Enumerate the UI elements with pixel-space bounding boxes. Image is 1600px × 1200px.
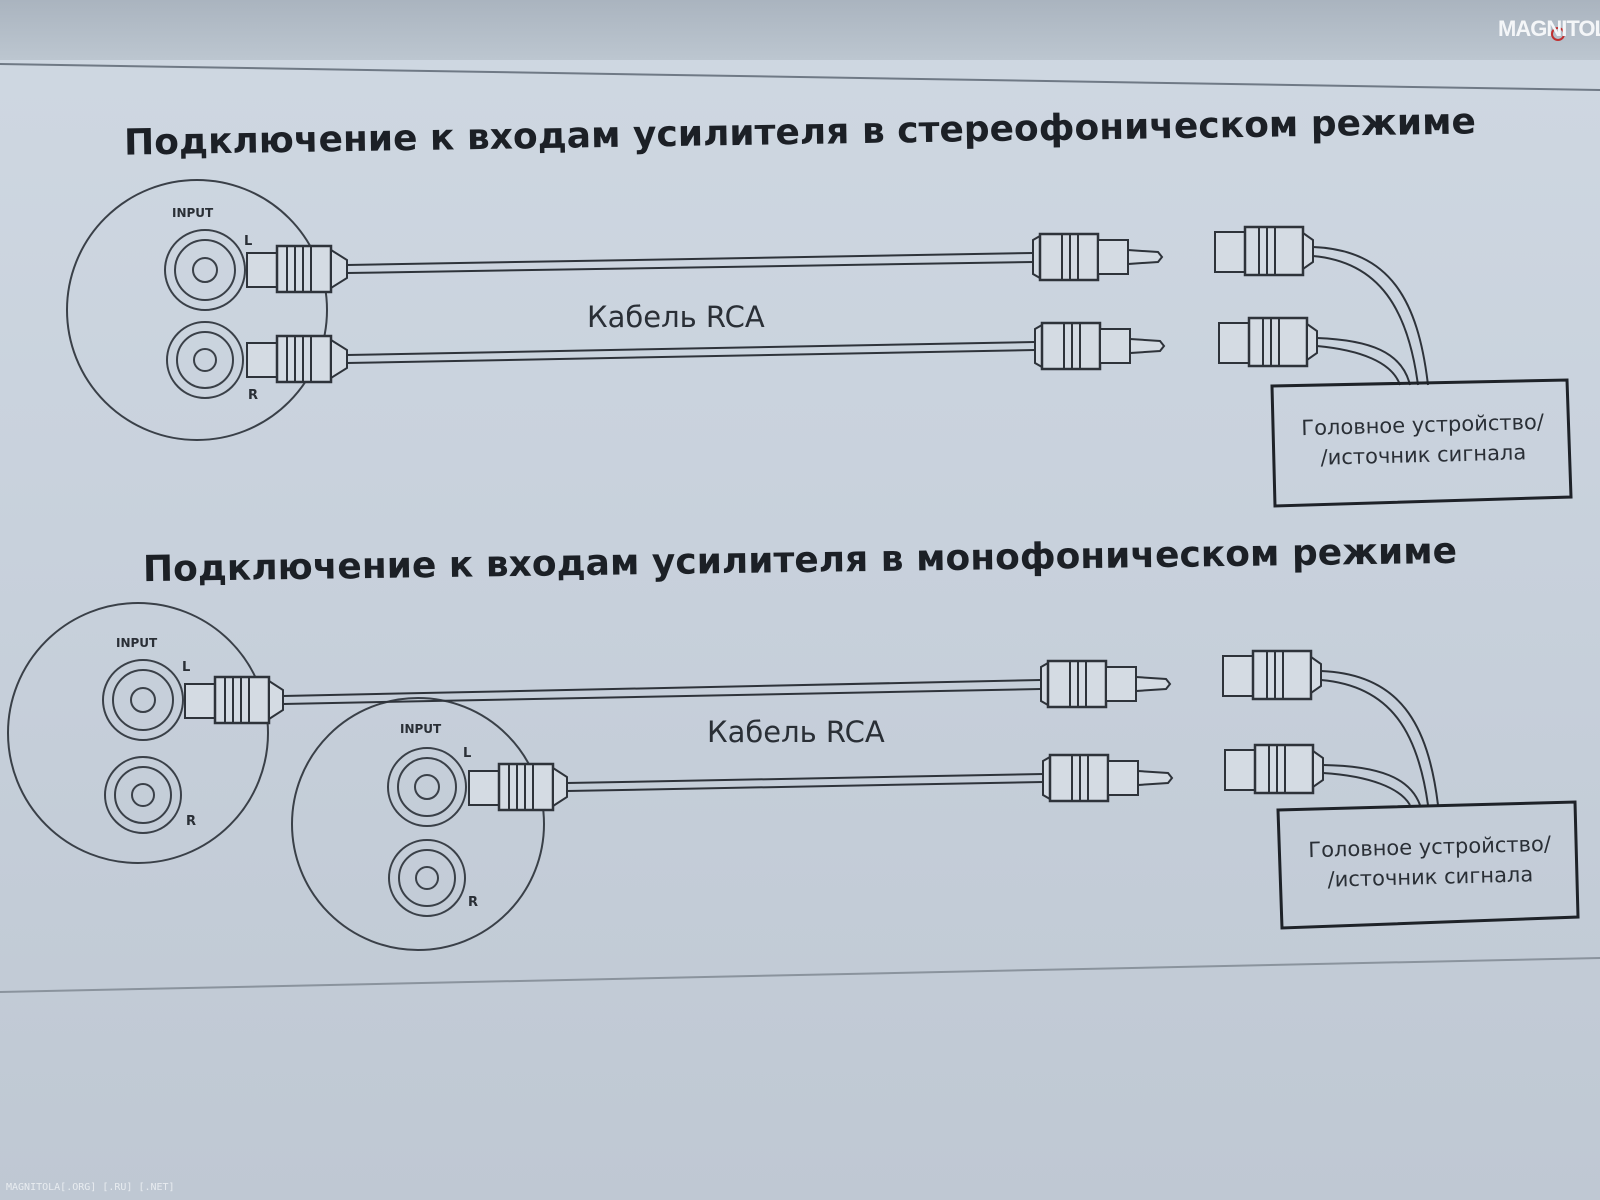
watermark-footer: MAGNITOLA[.ORG] [.RU] [.NET] [6,1182,175,1193]
mono-plug-amp2 [468,762,568,812]
mono-headunit-label: Головное устройство/ /источник сигнала [1284,828,1575,896]
mono-amp2-l-label: L [463,746,472,761]
stereo-socket-l [1214,225,1314,277]
stereo-plug-r-far [1034,321,1166,371]
mono-plug-2-far [1042,753,1174,803]
mono-socket-2 [1224,743,1324,795]
stereo-l-label: L [244,234,253,249]
stereo-jack-l [164,229,246,311]
page-top-edge [0,0,1600,60]
mono-amp1-l-label: L [182,660,191,675]
stereo-r-label: R [248,388,259,403]
mono-amp2-r-label: R [468,895,479,910]
mono-amp2-jack-l [387,747,467,827]
stereo-jack-r [166,321,244,399]
stereo-amp-panel [66,179,328,441]
mono-cable-1 [282,679,1042,705]
mono-amp1-r-label: R [186,814,197,829]
mono-amp2-input-label: INPUT [400,722,442,736]
stereo-headunit-box [1270,378,1573,508]
mono-headunit-box [1276,800,1580,930]
stereo-input-label: INPUT [172,206,214,220]
mono-headunit-cables [1320,670,1439,806]
stereo-socket-r [1218,316,1318,368]
stereo-cable-label: Кабель RCA [587,300,765,334]
mono-amp1-circle [7,602,269,864]
mono-cable-2 [566,773,1044,792]
watermark-logo-dot [1551,27,1565,41]
stereo-plug-l-amp [246,244,348,294]
mono-amp-panel-1 [7,602,269,864]
stereo-headunit-label: Головное устройство/ /источник сигнала [1277,406,1568,474]
mono-amp1-jack-r [104,756,182,834]
mono-amp-panel-2 [291,697,545,951]
mono-plug-1-far [1040,659,1172,709]
page-edge-line-top [0,63,1600,91]
stereo-headunit-cables [1312,246,1429,386]
stereo-plug-l-far [1032,232,1164,282]
watermark-logo: MAGNITOLA [1498,16,1600,41]
stereo-amp-circle [66,179,328,441]
page-edge-line-bottom [0,957,1600,993]
mono-amp2-circle [291,697,545,951]
mono-amp2-jack-r [388,839,466,917]
stereo-cable-l [346,252,1034,274]
mono-socket-1 [1222,649,1322,701]
mono-cable-label: Кабель RCA [707,715,885,749]
mono-plug-amp1 [184,675,284,725]
mono-amp1-jack-l [102,659,184,741]
mono-amp1-input-label: INPUT [116,636,158,650]
stereo-plug-r-amp [246,334,348,384]
stereo-cable-r [346,341,1036,364]
